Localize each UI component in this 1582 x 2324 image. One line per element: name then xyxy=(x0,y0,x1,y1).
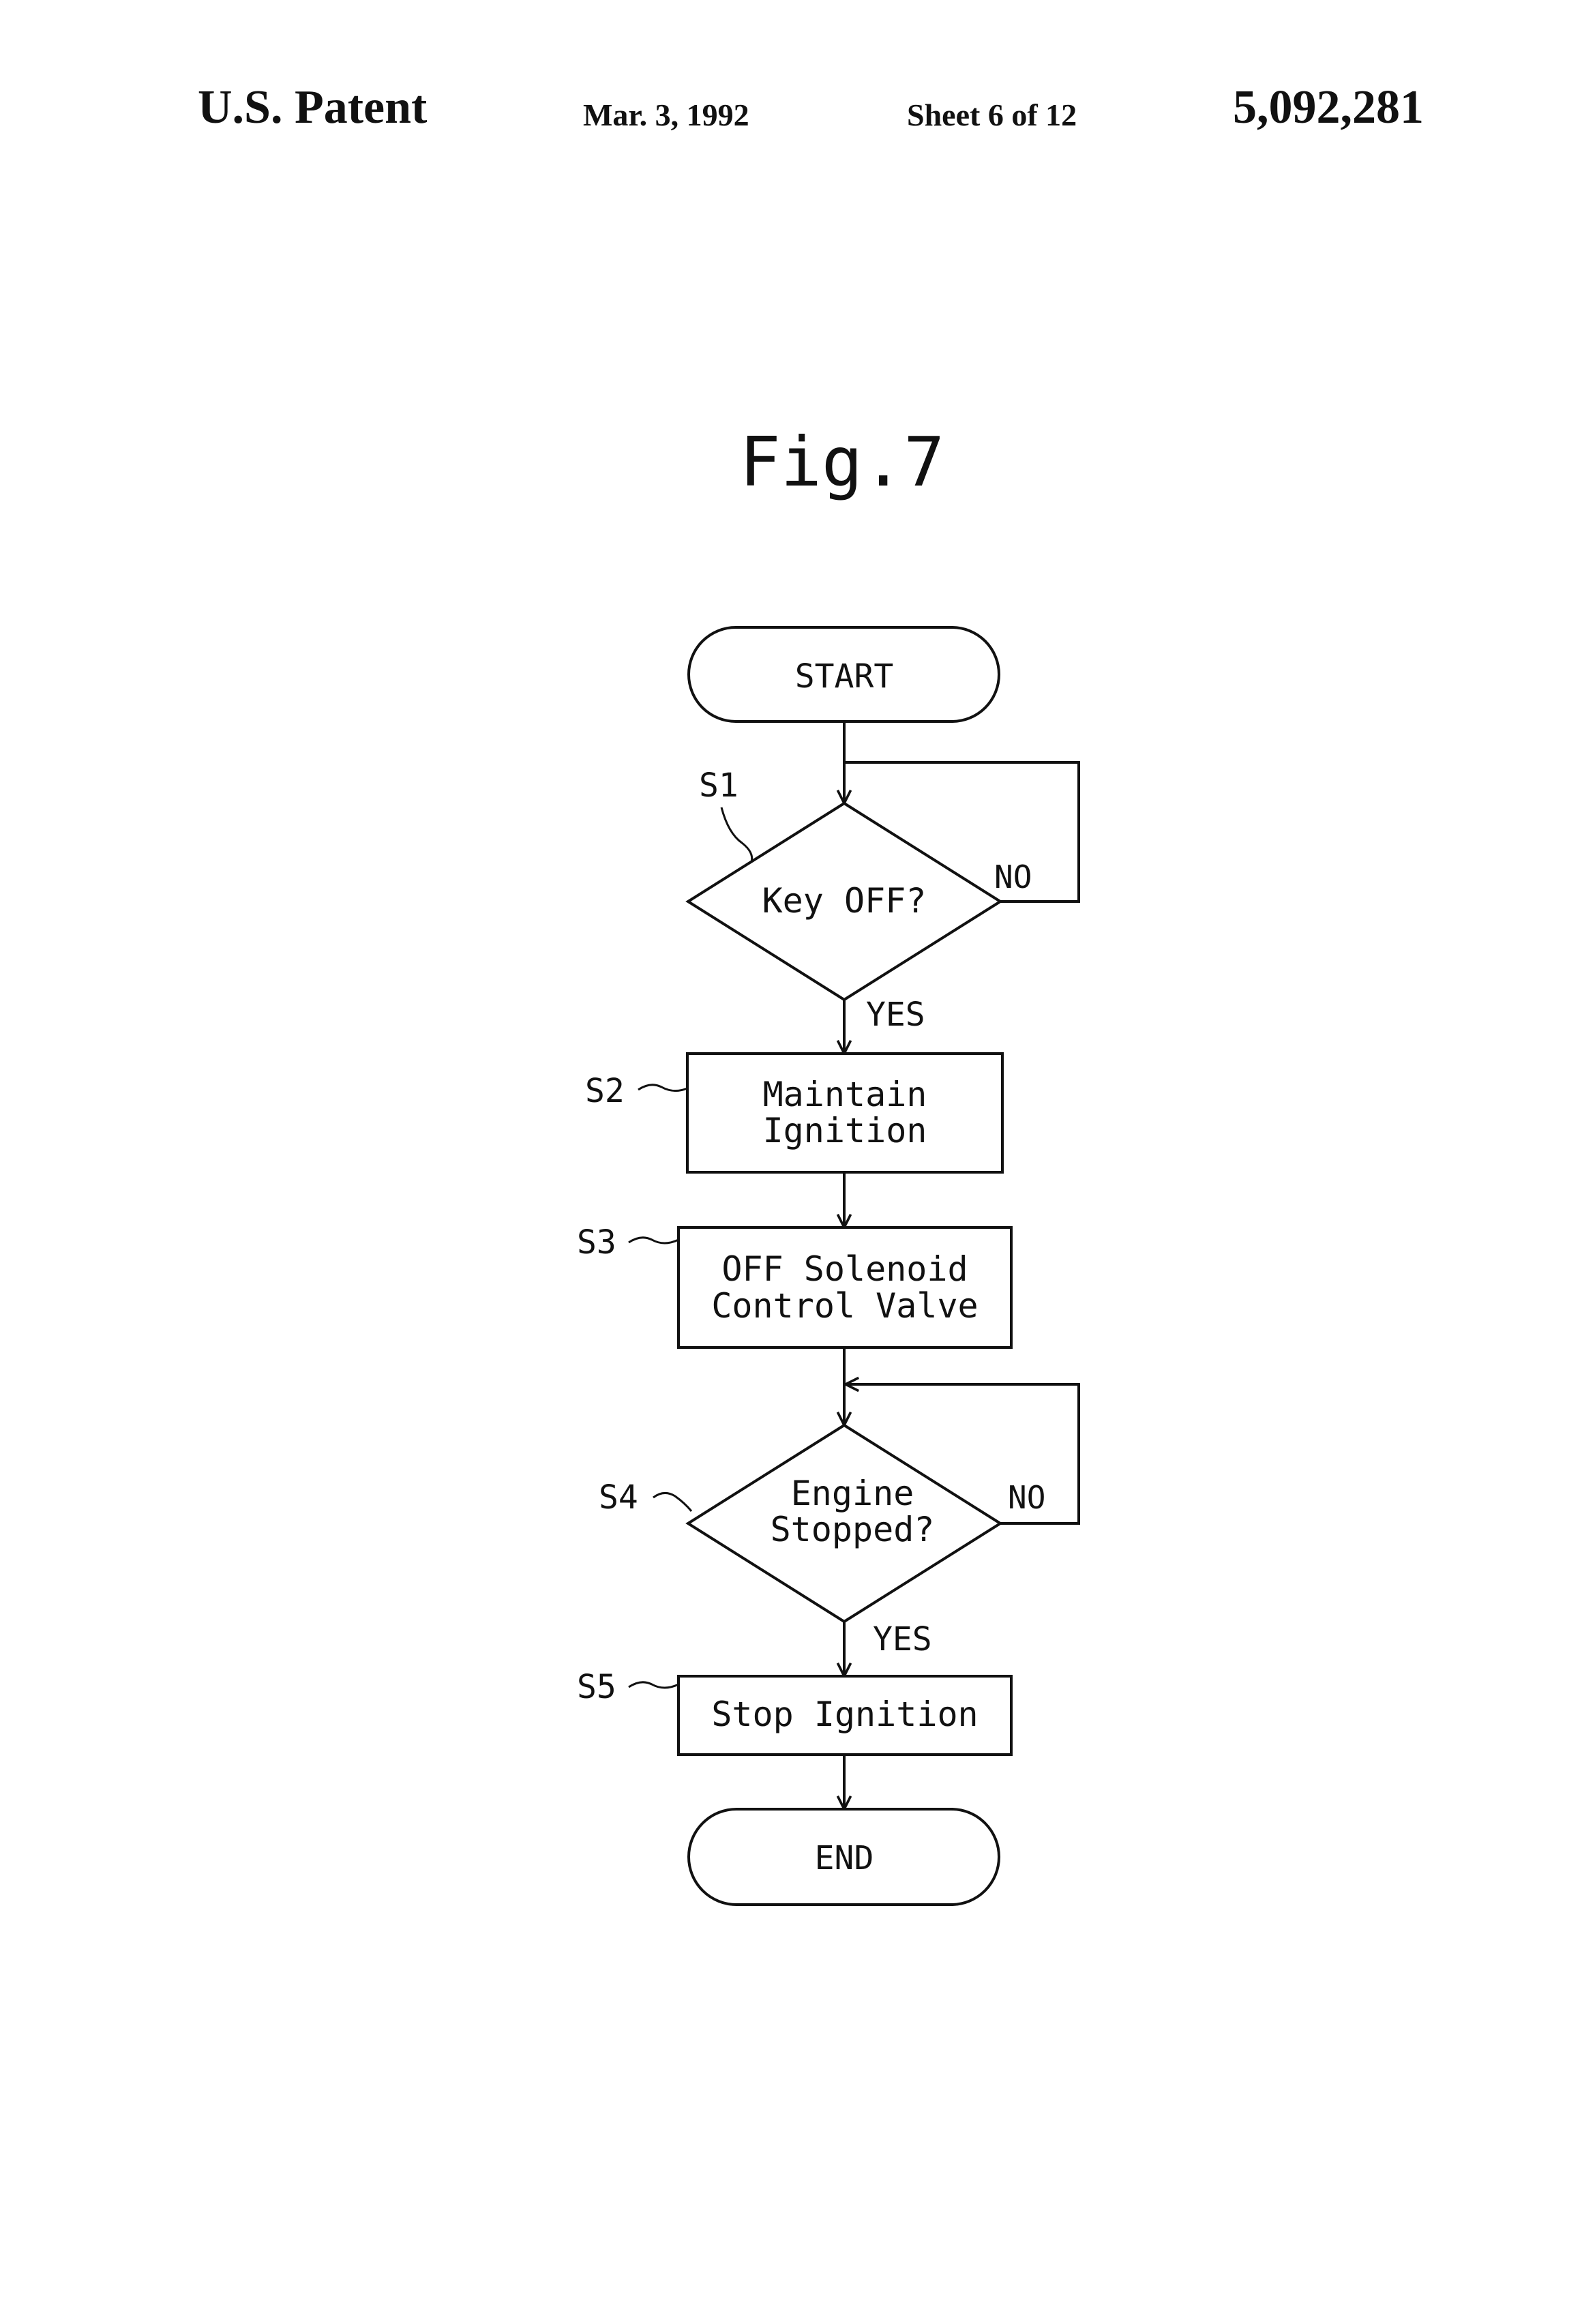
process-s5-stop-ignition: Stop Ignition xyxy=(678,1676,1011,1755)
process-s2-line-1: Maintain xyxy=(763,1075,927,1114)
process-s3-off-solenoid-valve: OFF Solenoid Control Valve xyxy=(678,1227,1011,1347)
step-ref-s2: S2 xyxy=(585,1072,625,1110)
decision-s4-engine-stopped: Engine Stopped? xyxy=(688,1425,1000,1622)
leader-s2 xyxy=(638,1085,687,1091)
step-ref-s4: S4 xyxy=(599,1478,638,1517)
end-label: END xyxy=(815,1839,874,1877)
process-s2-line-2: Ignition xyxy=(763,1111,927,1150)
decision-s4-line-1: Engine xyxy=(791,1474,914,1513)
start-label: START xyxy=(795,657,894,696)
end-terminal: END xyxy=(689,1809,999,1905)
step-ref-s5: S5 xyxy=(577,1668,616,1706)
figure-title: Fig.7 xyxy=(739,422,944,502)
start-terminal: START xyxy=(689,627,999,721)
leader-s4 xyxy=(653,1493,691,1511)
leader-s5 xyxy=(629,1682,678,1688)
process-s3-line-2: Control Valve xyxy=(711,1286,978,1326)
process-s2-maintain-ignition: Maintain Ignition xyxy=(687,1054,1002,1172)
decision-s4-line-2: Stopped? xyxy=(771,1510,935,1549)
process-s5-text: Stop Ignition xyxy=(711,1695,978,1734)
leader-s1 xyxy=(721,807,752,862)
process-s3-line-1: OFF Solenoid xyxy=(721,1249,968,1289)
decision-s1-text: Key OFF? xyxy=(762,881,927,921)
label-s4-no: NO xyxy=(1008,1479,1045,1516)
label-s1-no: NO xyxy=(994,859,1032,895)
leader-s3 xyxy=(629,1238,678,1243)
decision-s1-key-off: Key OFF? xyxy=(688,803,1000,1000)
step-ref-s1: S1 xyxy=(699,766,738,805)
label-s1-yes: YES xyxy=(866,996,925,1034)
label-s4-yes: YES xyxy=(873,1620,932,1658)
step-ref-s3: S3 xyxy=(577,1223,616,1262)
